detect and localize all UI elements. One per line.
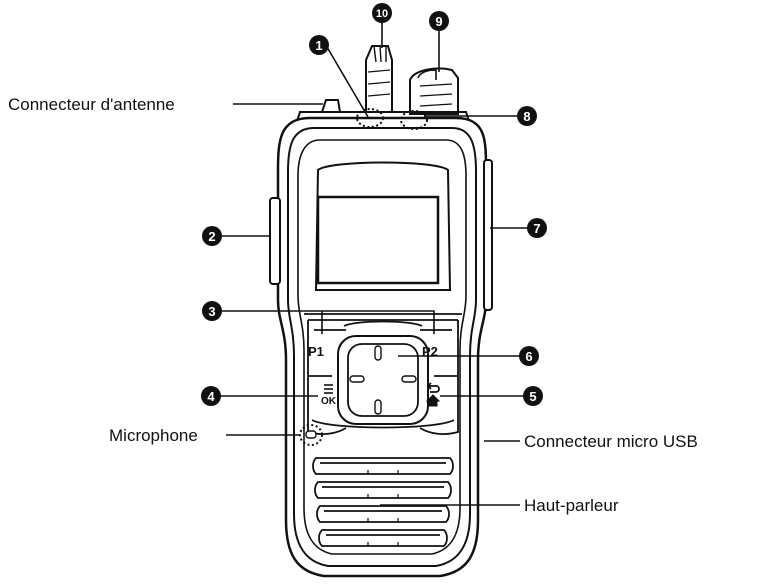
svg-text:10: 10 xyxy=(376,8,388,20)
label-antenna-connector: Connecteur d'antenne xyxy=(8,95,175,114)
speaker-grille xyxy=(312,457,454,547)
callout-4: 4 xyxy=(201,386,221,406)
back-icon xyxy=(426,382,440,393)
label-usb-connector: Connecteur micro USB xyxy=(524,432,698,451)
svg-text:8: 8 xyxy=(523,109,530,124)
svg-text:1: 1 xyxy=(315,38,322,53)
callout-5: 5 xyxy=(523,386,543,406)
key-ok-label: OK xyxy=(321,396,337,407)
callout-6: 6 xyxy=(519,346,539,366)
callout-8: 8 xyxy=(517,106,537,126)
microphone-hole xyxy=(305,430,317,439)
label-speaker: Haut-parleur xyxy=(524,496,619,515)
callout-1: 1 xyxy=(309,35,329,55)
svg-text:4: 4 xyxy=(207,389,215,404)
volume-knob xyxy=(409,67,459,115)
leader-lines xyxy=(220,20,528,506)
key-p1-label: P1 xyxy=(308,344,324,359)
svg-text:6: 6 xyxy=(525,349,532,364)
callout-7: 7 xyxy=(527,218,547,238)
callout-10: 10 xyxy=(372,3,392,23)
svg-text:2: 2 xyxy=(208,229,215,244)
svg-text:7: 7 xyxy=(533,221,540,236)
side-key-left xyxy=(269,197,281,285)
navigation-pad xyxy=(337,335,429,425)
display-area xyxy=(314,161,452,291)
radio-top-ledge xyxy=(295,111,471,125)
label-microphone: Microphone xyxy=(109,426,198,445)
menu-icon xyxy=(324,384,333,394)
svg-text:5: 5 xyxy=(529,389,536,404)
channel-knob xyxy=(365,45,393,113)
home-icon xyxy=(425,394,441,407)
display-screen xyxy=(316,195,440,285)
callout-9: 9 xyxy=(429,11,449,31)
callout-3: 3 xyxy=(202,301,222,321)
svg-text:9: 9 xyxy=(435,14,442,29)
callouts: 1 10 9 8 2 7 3 6 xyxy=(201,3,547,406)
side-strip-right xyxy=(483,159,493,311)
svg-text:3: 3 xyxy=(208,304,215,319)
antenna-connector-stub xyxy=(320,99,342,113)
callout-2: 2 xyxy=(202,226,222,246)
